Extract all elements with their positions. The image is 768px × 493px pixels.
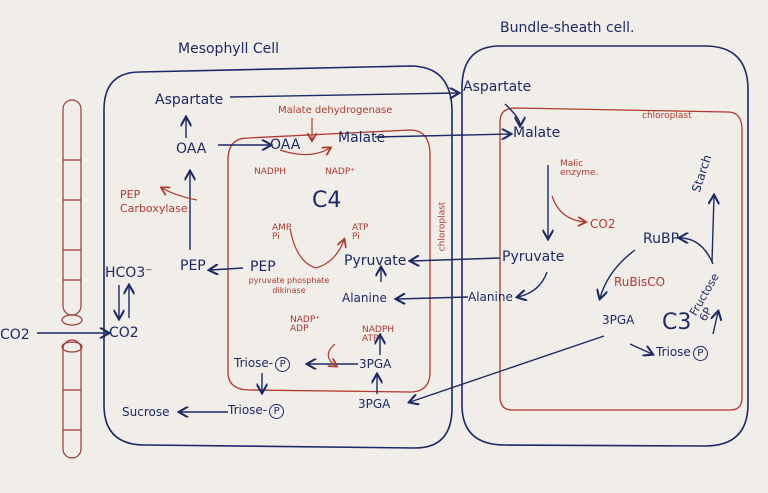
rubp: RuBP xyxy=(643,231,680,247)
sucrose: Sucrose xyxy=(122,405,170,419)
co2-outside: CO2 xyxy=(0,327,30,343)
aspartate-meso: Aspartate xyxy=(155,92,224,108)
triose-p-chloroplast: Triose-P xyxy=(234,357,291,372)
pep-carboxylase: PEP Carboxylase xyxy=(120,188,188,216)
bs-chloroplast-outline xyxy=(499,107,743,411)
pep-cyto: PEP xyxy=(180,258,206,274)
oaa-chloroplast: OAA xyxy=(270,137,301,153)
pep-chloroplast: PEP xyxy=(250,259,276,275)
pyruvate-bs: Pyruvate xyxy=(502,249,565,265)
co2-bs: CO2 xyxy=(590,217,616,231)
nadp-adp: NADP⁺ ADP xyxy=(290,315,320,334)
nadph-1: NADPH xyxy=(254,167,287,177)
malic-enzyme: Malic enzyme. xyxy=(560,159,599,178)
alanine-meso: Alanine xyxy=(342,291,387,305)
c3-label: C3 xyxy=(662,310,692,335)
pyruvate-meso: Pyruvate xyxy=(344,253,407,269)
malate-bs: Malate xyxy=(513,125,561,141)
triose-p-cyto: Triose-P xyxy=(228,404,285,419)
3pga-chloroplast: 3PGA xyxy=(359,357,392,371)
oaa-cyto: OAA xyxy=(176,141,207,157)
nadp-plus-1: NADP⁺ xyxy=(325,167,355,177)
rubisco: RuBisCO xyxy=(614,275,666,289)
bundle-sheath-title: Bundle-sheath cell. xyxy=(500,20,635,36)
bs-chloroplast-label: chloroplast xyxy=(642,111,692,121)
3pga-cyto: 3PGA xyxy=(358,397,391,411)
malate-dehydrogenase: Malate dehydrogenase xyxy=(278,105,393,116)
alanine-bs: Alanine xyxy=(468,290,513,304)
stoma-tube xyxy=(61,99,83,459)
3pga-bs: 3PGA xyxy=(602,313,635,327)
hco3: HCO3⁻ xyxy=(105,265,153,281)
meso-chloroplast-label: chloroplast xyxy=(437,201,448,252)
aspartate-bs: Aspartate xyxy=(463,79,532,95)
atp-pi: ATP Pi xyxy=(352,223,369,242)
mesophyll-cell-outline xyxy=(103,65,453,449)
amp-pi: AMP Pi xyxy=(272,223,292,242)
bundle-sheath-outline xyxy=(461,45,749,447)
c4-label: C4 xyxy=(312,188,342,213)
nadph-atp: NADPH ATP xyxy=(362,325,395,344)
ppdk-enzyme: pyruvate phosphate dikinase xyxy=(248,276,330,295)
mesophyll-chloroplast-outline xyxy=(227,129,431,393)
mesophyll-title: Mesophyll Cell xyxy=(178,41,279,57)
co2-inside: CO2 xyxy=(109,325,139,341)
malate-meso: Malate xyxy=(338,130,386,146)
